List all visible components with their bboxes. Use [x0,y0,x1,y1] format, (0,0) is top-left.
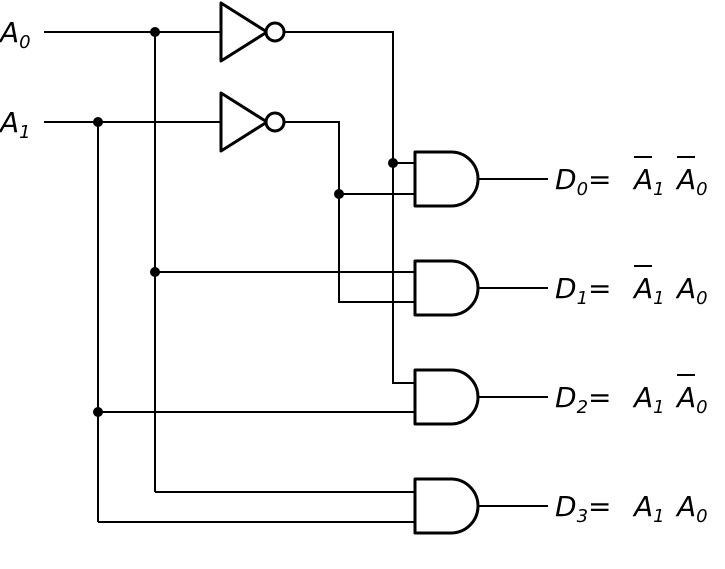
output-equation-d2: D2= A1 A0 [555,374,708,418]
output-equation-d0: D0= A1 A0 [555,156,708,200]
input-label-a0: A0 [0,16,31,53]
junction-dot [93,117,103,127]
output-label: D2= [555,381,611,418]
term: A1 [632,490,665,527]
and-gate-d2 [413,368,480,426]
wire-not-a0 [285,31,415,384]
and-gate-d3 [413,477,480,535]
input-label-a1: A1 [0,106,31,143]
term: A0 [675,381,708,418]
and-gate-d0 [413,150,480,208]
junction-dot [334,189,344,199]
junction-dot [150,27,160,37]
term: A1 [632,163,665,200]
wire-not-a1 [285,121,415,303]
term: A0 [675,490,708,527]
and-gate-d1 [413,259,480,317]
term: A1 [632,381,665,418]
junction-dot [150,267,160,277]
output-equation-d3: D3= A1 A0 [555,490,708,527]
junction-dot [388,158,398,168]
term: A0 [675,163,708,200]
not-gate-a1 [219,91,286,153]
term: A1 [632,272,665,309]
term: A0 [675,272,708,309]
output-label: D0= [555,163,611,200]
junction-dot [93,407,103,417]
not-gate-a0 [219,1,286,63]
output-label: D1= [555,272,611,309]
output-equation-d1: D1= A1 A0 [555,265,708,309]
output-label: D3= [555,490,611,527]
